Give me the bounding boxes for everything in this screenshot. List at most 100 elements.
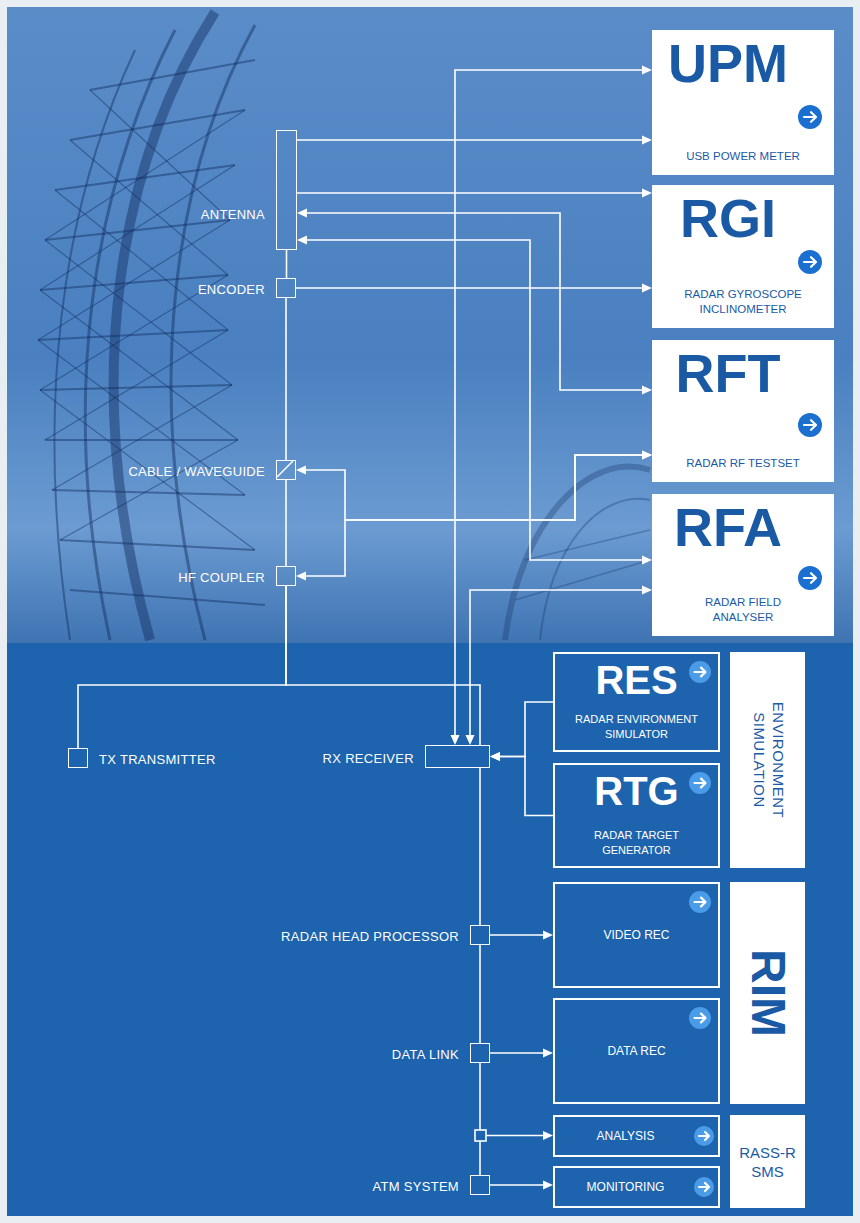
arrow-icon	[797, 104, 823, 130]
connector-line	[286, 586, 480, 745]
group-label: ENVIRONMENT SIMULATION	[749, 662, 787, 858]
connector-line	[78, 586, 286, 748]
node-title: DATA REC	[563, 1044, 710, 1058]
connector-line	[306, 455, 642, 520]
arrow-icon	[688, 660, 712, 684]
node-subtitle: RADAR FIELD ANALYSER	[674, 595, 812, 626]
arrow-icon	[688, 890, 712, 914]
node-subtitle: RADAR ENVIRONMENT SIMULATOR	[569, 712, 704, 742]
arrow-icon	[797, 249, 823, 275]
node-title: ANALYSIS	[563, 1129, 688, 1143]
datalink-block: DATA LINK	[470, 1043, 490, 1063]
arrow-head	[466, 735, 475, 745]
arrow-head	[642, 586, 652, 595]
connector-line	[500, 757, 553, 816]
connector	[296, 451, 652, 521]
arrow-icon	[693, 1125, 715, 1147]
group-label: RASS-R SMS	[734, 1142, 801, 1181]
arrow-head	[490, 752, 500, 761]
connector-line	[296, 287, 642, 289]
connector	[296, 284, 652, 293]
instrument-card: RFA RADAR FIELD ANALYSER	[652, 494, 834, 636]
second-dish	[505, 467, 650, 640]
group-band: RIM	[730, 882, 805, 1104]
part-label: TX TRANSMITTER	[99, 752, 216, 767]
group-band: ENVIRONMENT SIMULATION	[730, 652, 805, 868]
arrow-head	[543, 1049, 553, 1058]
connector	[297, 136, 652, 145]
node-title: MONITORING	[563, 1180, 688, 1194]
part-label: ENCODER	[198, 282, 265, 297]
node-title: RTG	[555, 769, 692, 813]
instrument-card: UPMUSB POWER METER	[652, 30, 834, 175]
arrow-head	[642, 189, 652, 198]
arrow-head	[642, 386, 652, 395]
group-band: RASS-R SMS	[730, 1115, 805, 1208]
arrow-head	[642, 136, 652, 145]
arrow-head	[451, 735, 460, 745]
node-title: RFT	[652, 344, 804, 403]
connector	[296, 451, 652, 581]
arrow-head	[642, 451, 652, 460]
connector	[480, 945, 481, 1043]
arrow-head	[543, 931, 553, 940]
waveguide-mark	[275, 459, 295, 479]
processor-block: RADAR HEAD PROCESSOR	[470, 925, 490, 945]
connector	[480, 1063, 481, 1175]
arrow-head	[296, 572, 306, 581]
node-title: RFA	[652, 498, 804, 557]
recorder-box: VIDEO REC	[553, 882, 720, 988]
connector	[297, 189, 652, 198]
connector-line	[285, 480, 287, 566]
arrow-icon	[797, 565, 823, 591]
part-label: HF COUPLER	[178, 570, 265, 585]
connector	[490, 702, 553, 761]
connector	[490, 752, 553, 816]
part-label: CABLE / WAVEGUIDE	[128, 464, 265, 479]
connector-line	[479, 945, 481, 1043]
node-subtitle: RADAR TARGET GENERATOR	[569, 828, 704, 858]
connector-line	[500, 702, 553, 757]
connector-line	[490, 1184, 543, 1186]
connector	[286, 298, 287, 460]
connector-line	[285, 298, 287, 460]
tool-box: MONITORING	[553, 1166, 720, 1208]
connector	[490, 1049, 553, 1058]
connector	[451, 66, 653, 746]
arrow-head	[297, 209, 307, 218]
part-label: RX RECEIVER	[323, 750, 414, 765]
connector	[286, 250, 287, 278]
simulator-card: RTG RADAR TARGET GENERATOR	[553, 763, 720, 868]
arrow-head	[543, 1181, 553, 1190]
arrow-head	[642, 66, 652, 75]
instrument-card: RFT RADAR RF TESTSET	[652, 340, 834, 482]
connector-line	[479, 768, 481, 925]
arrow-head	[297, 236, 307, 245]
analysis-link	[486, 1135, 543, 1137]
node-title: VIDEO REC	[563, 928, 710, 942]
connector	[480, 768, 481, 925]
node-subtitle: RADAR RF TESTSET	[674, 456, 812, 472]
arrow-icon	[797, 412, 823, 438]
connector	[297, 209, 652, 395]
connector-line	[490, 934, 543, 936]
part-label: DATA LINK	[392, 1047, 459, 1062]
node-title: RGI	[652, 189, 804, 248]
recorder-box: DATA REC	[553, 998, 720, 1104]
arrow-head	[642, 451, 652, 460]
arrow-head	[490, 752, 500, 761]
connector-line	[297, 139, 642, 141]
encoder-block: ENCODER	[276, 278, 296, 298]
ground	[7, 7, 853, 1216]
connector	[490, 931, 553, 940]
node-title: UPM	[652, 34, 804, 93]
group-label: RIM	[741, 892, 794, 1094]
simulator-card: RESRADAR ENVIRONMENT SIMULATOR	[553, 652, 720, 752]
part-label: RADAR HEAD PROCESSOR	[281, 929, 459, 944]
tap-square	[475, 1130, 486, 1141]
photo-sky	[7, 7, 853, 643]
instrument-card: RGIRADAR GYROSCOPE INCLINOMETER	[652, 185, 834, 328]
connector-line	[479, 1063, 481, 1175]
part-label: ATM SYSTEM	[372, 1179, 459, 1194]
